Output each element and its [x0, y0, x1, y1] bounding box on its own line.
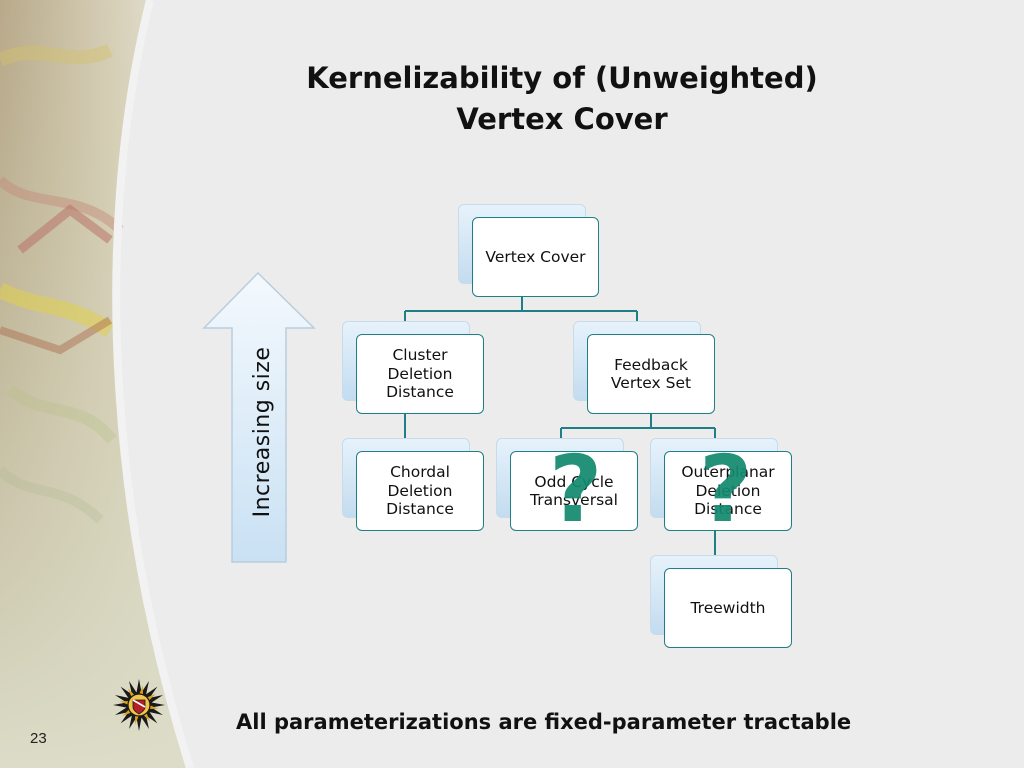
node-odd-cycle-transversal: Odd Cycle Transversal: [510, 451, 638, 531]
question-mark-odd-cycle: ?: [549, 436, 603, 543]
university-seal-logo: [113, 679, 165, 731]
node-cluster-deletion-distance: Cluster Deletion Distance: [356, 334, 484, 414]
title-line-1: Kernelizability of (Unweighted): [306, 61, 818, 95]
node-vertex-cover: Vertex Cover: [472, 217, 599, 297]
node-outerplanar-deletion-distance: Outerplanar Deletion Distance: [664, 451, 792, 531]
question-mark-outerplanar: ?: [699, 436, 753, 543]
node-treewidth: Treewidth: [664, 568, 792, 648]
increasing-size-arrow: [202, 271, 316, 563]
edge-fvs-to-children: [560, 414, 716, 440]
slide-title: Kernelizability of (Unweighted) Vertex C…: [262, 58, 862, 140]
page-number: 23: [30, 730, 47, 747]
edge-vc-to-children: [404, 297, 638, 322]
footer-statement: All parameterizations are fixed-paramete…: [236, 710, 852, 734]
title-line-2: Vertex Cover: [456, 102, 668, 136]
node-chordal-deletion-distance: Chordal Deletion Distance: [356, 451, 484, 531]
node-feedback-vertex-set: Feedback Vertex Set: [587, 334, 715, 414]
